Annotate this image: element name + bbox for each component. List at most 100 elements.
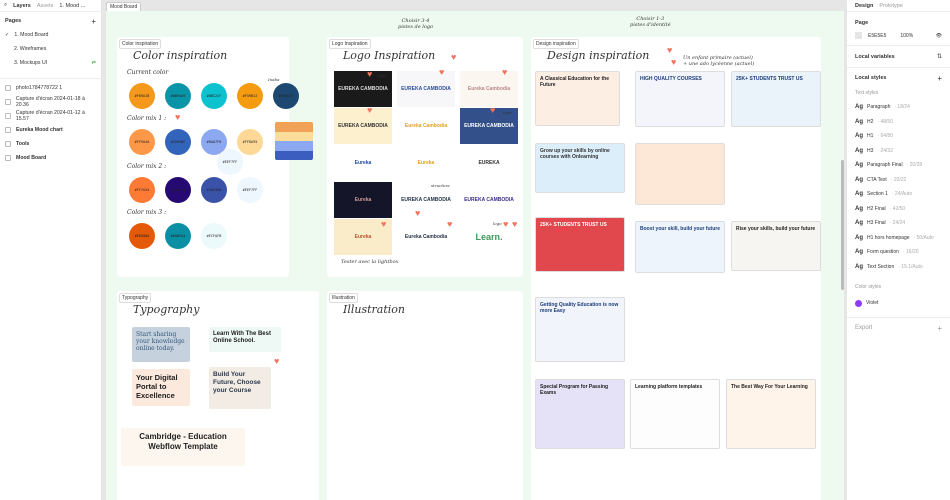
page-color-value[interactable]: E5E5E5 [868, 32, 887, 39]
logo-option[interactable]: Eureka [334, 219, 392, 255]
color-swatch[interactable]: #EEF7FF [217, 149, 243, 175]
eye-icon[interactable]: 👁 [935, 32, 942, 39]
tab-prototype[interactable]: Prototype [879, 2, 903, 9]
color-swatch[interactable]: #FF7A34 [129, 177, 155, 203]
layer-item[interactable]: Mood Board [0, 151, 101, 165]
section-title: Illustration [343, 303, 405, 316]
logo-option[interactable]: Eureka [397, 145, 455, 181]
design-mockup[interactable]: HIGH QUALITY COURSES [635, 71, 725, 127]
color-swatch[interactable]: #EEF7FF [237, 177, 263, 203]
heart-icon: ♥ [671, 57, 677, 67]
canvas[interactable]: Mood Board Color inspiration Color inspi… [102, 0, 846, 500]
design-mockup[interactable] [635, 143, 725, 205]
add-export-icon[interactable]: + [937, 323, 942, 333]
layer-item[interactable]: photo1784778722 1 [0, 81, 101, 95]
mood-board-frame[interactable]: Color inspiration Color inspiration Curr… [106, 11, 844, 500]
image-icon [5, 99, 11, 105]
logo-option[interactable]: Eureka [334, 145, 392, 181]
color-swatch[interactable]: #0A8FA4 [165, 223, 191, 249]
logo-option[interactable]: Learn. [460, 219, 518, 255]
link-icon: ⇄ [91, 60, 96, 66]
color-swatch[interactable]: #3A53A8 [201, 177, 227, 203]
search-icon[interactable]: ⌕ [4, 2, 8, 8]
logo-option[interactable]: Eureka Cambodia [397, 219, 455, 255]
design-mockup[interactable]: Special Program for Passing Exams [535, 379, 625, 449]
layer-item[interactable]: Capture d'écran 2024-01-18 à 20.36 [0, 95, 101, 109]
design-mockup[interactable]: Boost your skill, build your future [635, 221, 725, 273]
text-style-name: Section 1 [867, 191, 888, 198]
design-mockup[interactable]: Rise your skills, build your future [731, 221, 821, 271]
logo-option[interactable]: Eureka [334, 182, 392, 218]
color-swatch[interactable]: #F59B12 [237, 83, 263, 109]
design-mockup[interactable]: Learning platform templates [630, 379, 720, 449]
tab-layers[interactable]: Layers [13, 2, 31, 9]
design-inspiration-section[interactable]: Design inspiration Design inspiration ♥ … [531, 37, 821, 500]
text-style-meta: · 48/50 [877, 118, 893, 125]
page-color-swatch[interactable] [855, 32, 862, 39]
design-mockup[interactable]: Grow up your skills by online courses wi… [535, 143, 625, 193]
color-swatch[interactable]: #0BC2CF [201, 83, 227, 109]
page-dropdown[interactable]: 1. Mood ... [59, 2, 86, 9]
text-style-icon: Ag [855, 147, 863, 154]
color-swatch[interactable]: #0B94A9 [165, 83, 191, 109]
variables-icon[interactable]: ⇅ [936, 54, 942, 60]
logo-option[interactable]: Eureka Cambodia [397, 108, 455, 144]
color-inspiration-section[interactable]: Color inspiration Color inspiration Curr… [117, 37, 313, 277]
color-swatch[interactable]: #ECFAFB [201, 223, 227, 249]
layer-item[interactable]: Capture d'écran 2024-01-12 à 15.57 [0, 109, 101, 123]
color-swatch[interactable]: #FFDA95 [237, 129, 263, 155]
layer-item[interactable]: Tools [0, 137, 101, 151]
logo-option[interactable]: EUREKA CAMBODIA [334, 108, 392, 144]
design-mockup[interactable]: 25K+ STUDENTS TRUST US [731, 71, 821, 127]
color-swatch[interactable]: #2A0A74 [165, 177, 191, 203]
text-style-meta: · 24/32 [877, 147, 893, 154]
layer-item[interactable]: Eureka Mood chart [0, 123, 101, 137]
design-mockup[interactable]: A Classical Education for the Future [535, 71, 620, 126]
color-swatch[interactable]: #1B4A72 [273, 83, 299, 109]
logo-option[interactable]: EUREKA CAMBODIA [460, 182, 518, 218]
design-mockup[interactable]: 25K+ STUDENTS TRUST US [535, 217, 625, 272]
logo-option[interactable]: EUREKA [460, 145, 518, 181]
logo-option[interactable]: EUREKA CAMBODIA [397, 182, 455, 218]
typography-section[interactable]: Typography Typography Start sharing your… [117, 291, 319, 500]
tab-design[interactable]: Design [855, 2, 874, 9]
local-variables[interactable]: Local variables [855, 53, 895, 60]
color-swatch[interactable]: #F69A1B [129, 83, 155, 109]
logo-option[interactable]: Eureka Cambodia [460, 71, 518, 107]
text-style-meta: · 18/24 [894, 104, 910, 111]
text-style-name: Paragraph [867, 104, 891, 111]
check-icon: ✓ [5, 32, 10, 38]
add-style-icon[interactable]: + [937, 73, 942, 83]
color-swatch[interactable]: #FF9A4A [129, 129, 155, 155]
color-swatch[interactable]: #E65A0A [129, 223, 155, 249]
logo-inspiration-section[interactable]: Logo Inspiration Logo Inspiration ♥ EURE… [327, 37, 523, 277]
add-page-icon[interactable]: + [91, 16, 96, 26]
page-item-wireframes[interactable]: 2. Wireframes [14, 46, 47, 52]
logo-option[interactable]: EUREKA CAMBODIA [397, 71, 455, 107]
page-item-mockups[interactable]: 3. Mockups UI⇄ [14, 60, 96, 66]
mix3-label: Color mix 3 : [127, 209, 167, 216]
logo-option[interactable]: EUREKA CAMBODIA [460, 108, 518, 144]
logo-option[interactable]: EUREKA CAMBODIA [334, 71, 392, 107]
illustration-section[interactable]: Illustration Illustration [327, 291, 523, 500]
design-mockup[interactable]: Getting Quality Education is now more Ea… [535, 297, 625, 362]
page-opacity[interactable]: 100% [900, 32, 914, 39]
tab-assets[interactable]: Assets [36, 2, 54, 9]
color-style-violet[interactable]: Violet [855, 296, 942, 311]
color-swatch[interactable]: #3264BC [165, 129, 191, 155]
page-item-mood-board[interactable]: ✓1. Mood Board [5, 32, 49, 38]
canvas-scrollbar[interactable] [841, 160, 844, 290]
design-mockup[interactable]: The Best Way For Your Learning [726, 379, 816, 449]
